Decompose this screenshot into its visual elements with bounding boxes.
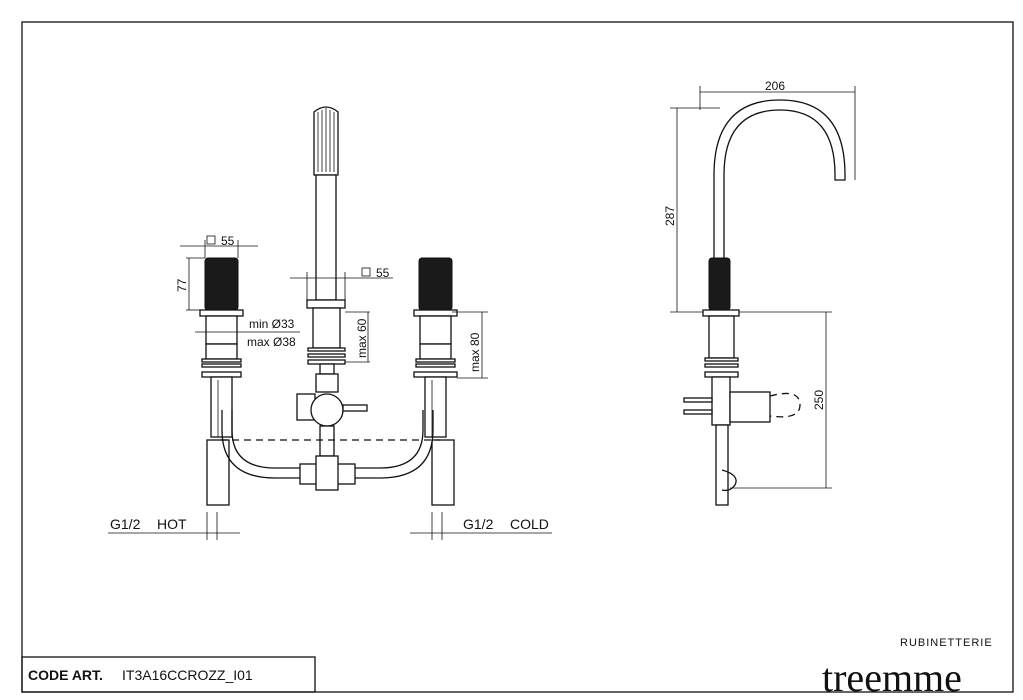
dim-77: 77	[175, 278, 189, 292]
code-value: IT3A16CCROZZ_I01	[122, 667, 253, 683]
dimension-hole: min Ø33 max Ø38	[195, 317, 300, 349]
dimension-max-80: max 80	[452, 311, 488, 379]
dimension-max-60: max 60	[345, 311, 370, 363]
dim-287: 287	[663, 206, 677, 226]
knurled-handle	[418, 257, 453, 311]
cold-size: G1/2	[463, 516, 494, 532]
dim-max-38: max Ø38	[247, 335, 296, 349]
code-box	[21, 656, 316, 693]
logo-subtitle: RUBINETTERIE	[900, 637, 993, 649]
cold-label: COLD	[510, 516, 549, 532]
dimension-shower-width: 55	[290, 266, 393, 300]
hot-label: HOT	[157, 516, 187, 532]
dim-206: 206	[765, 79, 785, 93]
dim-55-left: 55	[221, 234, 235, 248]
hot-size: G1/2	[110, 516, 141, 532]
cold-connection: G1/2 COLD	[410, 512, 552, 540]
dim-min-33: min Ø33	[249, 317, 295, 331]
knurled-handle	[204, 257, 239, 311]
dim-250: 250	[812, 390, 826, 410]
dimension-spout-height: 287	[663, 107, 720, 313]
knurled-handle	[708, 257, 731, 311]
hot-handle	[199, 257, 244, 506]
logo-brand: treemme	[822, 655, 962, 700]
dimension-handle-width: 55	[180, 234, 258, 258]
hand-shower	[306, 106, 346, 365]
code-label: CODE ART.	[28, 667, 103, 683]
cold-handle	[413, 257, 458, 506]
dimension-handle-height: 77	[175, 257, 205, 311]
dimension-body-height: 250	[730, 311, 832, 489]
brand-logo: RUBINETTERIE treemme	[822, 637, 993, 700]
spout-side-view	[683, 99, 846, 506]
hot-connection: G1/2 HOT	[108, 512, 240, 540]
dimension-spout-reach: 206	[699, 79, 856, 180]
drawing-frame	[21, 21, 1014, 693]
dim-max-60: max 60	[355, 318, 369, 358]
diverter-valve	[220, 363, 440, 491]
dim-max-80: max 80	[468, 332, 482, 372]
dim-55-center: 55	[376, 266, 390, 280]
